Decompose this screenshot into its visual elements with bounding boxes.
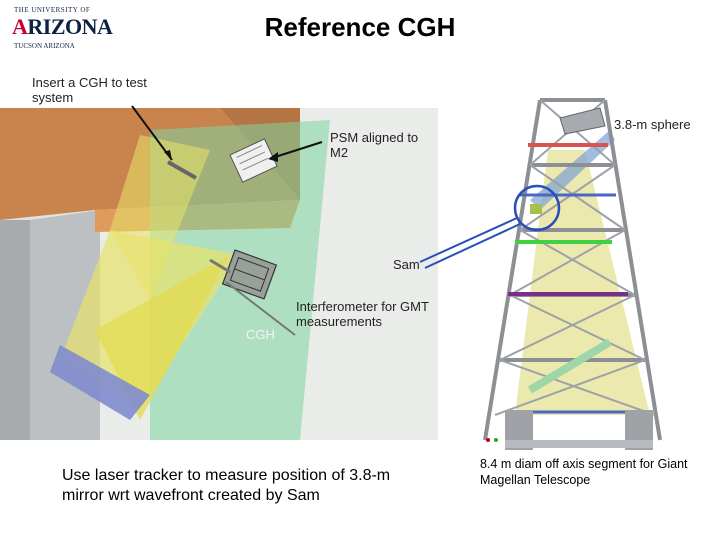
tower-render [419, 98, 662, 450]
insert-cgh-label: Insert a CGH to test system [32, 75, 147, 105]
cgh-label: CGH [246, 327, 275, 342]
laser-tracker-note: Use laser tracker to measure position of… [62, 467, 391, 504]
test-setup-render [0, 105, 438, 440]
gmt-segment-note: 8.4 m diam off axis segment for Giant Ma… [480, 457, 688, 487]
slide-title: Reference CGH [264, 12, 456, 42]
sphere-label: 3.8-m sphere [614, 117, 691, 132]
university-logo: THE UNIVERSITY OF ARIZONA TUCSON ARIZONA [12, 6, 113, 50]
psm-label: PSM aligned to M2 [330, 130, 419, 160]
sam-label: Sam [393, 257, 420, 272]
interferometer-label: Interferometer for GMT measurements [296, 299, 429, 329]
